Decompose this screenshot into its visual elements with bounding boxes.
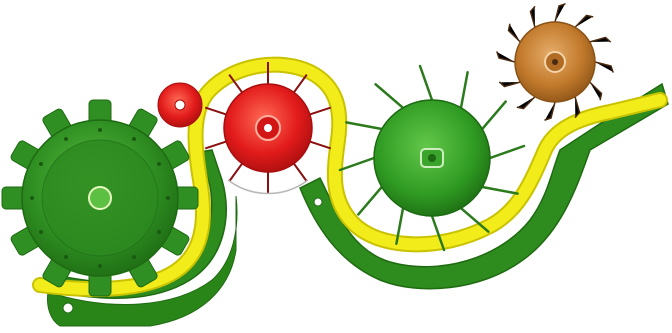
small-red-idler — [158, 83, 202, 127]
bronze-tine-wheel — [497, 4, 613, 120]
